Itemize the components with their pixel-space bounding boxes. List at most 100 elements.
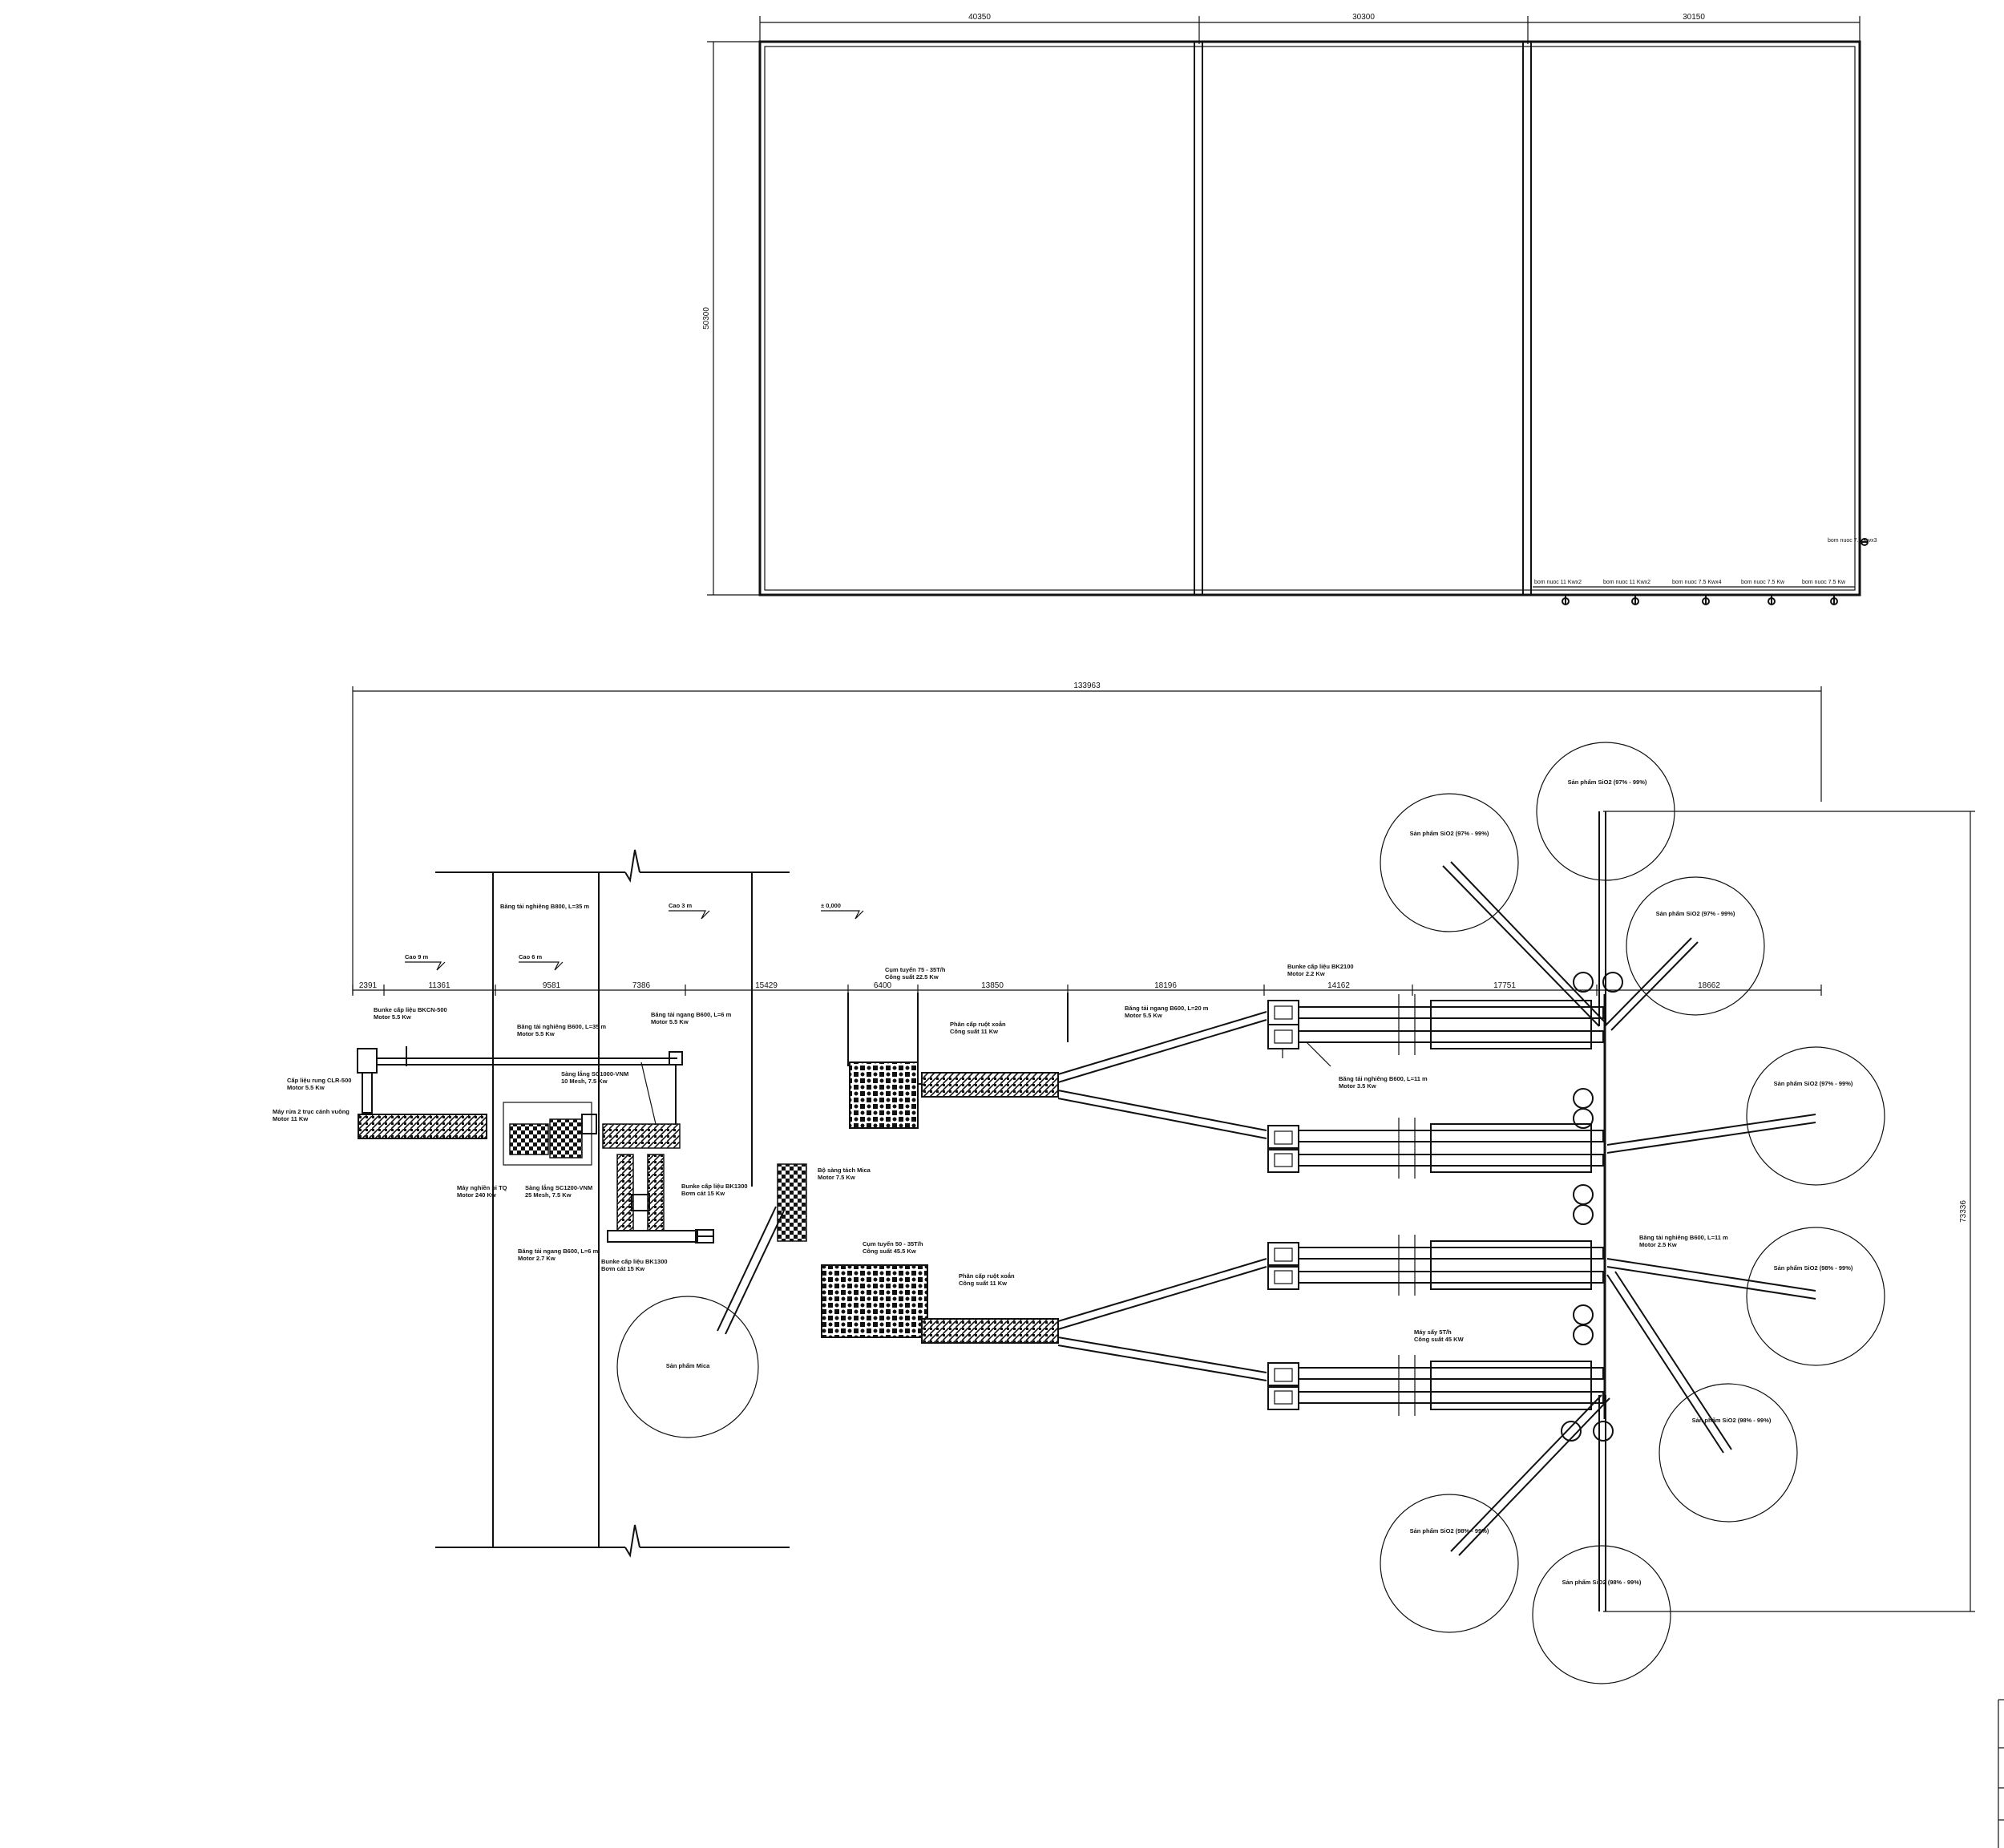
level-6m: Cao 6 m (519, 953, 543, 960)
pump-label-6: bom nuoc 7.5 Kwx3 (1828, 538, 1877, 544)
label-horiz-belt-1: Băng tải ngang B600, L=6 m (651, 1011, 732, 1018)
seg-dim-2: 11361 (428, 981, 450, 990)
dryer-units (1267, 972, 1623, 1442)
pump-label-1: bom nuoc 11 Kwx2 (1534, 580, 1582, 585)
seg-dim-5: 15429 (755, 981, 778, 990)
label-hopper-1: Bunke cấp liệu BKCN-500 (374, 1006, 447, 1013)
title-block-edge (1998, 1699, 2004, 1848)
left-labels: Cấp liệu rung CLR-500 Motor 5.5 Kw Bunke… (273, 903, 871, 1272)
pump-label-2: bom nuoc 11 Kwx2 (1603, 580, 1650, 585)
cyclone-cluster-bottom (821, 1264, 928, 1338)
label-incline-r-2: Motor 2.5 Kw (1639, 1241, 1677, 1248)
pump-label-4: bom nuoc 7.5 Kw (1741, 580, 1785, 585)
label-horiz-belt-2: Motor 5.5 Kw (651, 1018, 689, 1025)
label-mica-sep-1: Bộ sàng tách Mica (818, 1167, 871, 1174)
label-cyclone-top-2: Công suất 22.5 Kw (885, 973, 939, 981)
dim-overall-width: 133963 (1073, 681, 1101, 690)
product-pile-6 (1659, 1383, 1798, 1522)
level-9m: Cao 9 m (405, 953, 429, 960)
seg-dim-4: 7386 (632, 981, 651, 990)
product-pile-5 (1746, 1227, 1885, 1366)
dim-w1: 40350 (968, 13, 991, 22)
label-dryer-1: Máy sấy 5T/h (1414, 1328, 1452, 1336)
feed-section: Sản phẩm Mica (357, 1046, 807, 1438)
label-crusher-2: Motor 240 Kw (457, 1191, 496, 1199)
label-incline-belt-top: Băng tải nghiêng B800, L=35 m (500, 903, 589, 910)
product-label-3: Sản phẩm SiO2 (97% - 99%) (1656, 910, 1735, 917)
label-incline-belt-1: Băng tải nghiêng B600, L=35 m (517, 1023, 606, 1030)
label-crusher-1: Máy nghiền bi TQ (457, 1184, 507, 1191)
product-label-1: Sản phẩm SiO2 (97% - 99%) (1410, 830, 1489, 837)
seg-dim-7: 13850 (981, 981, 1004, 990)
label-hopper-b-1: Bunke cấp liệu BK1300 (601, 1258, 668, 1265)
feeder-chute (362, 1072, 373, 1114)
terrace-lines (435, 849, 1069, 1558)
label-hopper-m-1: Bunke cấp liệu BK2100 (1287, 963, 1354, 970)
product-label-5: Sản phẩm SiO2 (98% - 99%) (1774, 1264, 1853, 1272)
basin-outline (758, 40, 1861, 596)
vibrating-feeder (357, 1048, 378, 1074)
label-feeder-vibro-1: Cấp liệu rung CLR-500 (287, 1077, 351, 1084)
spiral-classifier-bottom (921, 1318, 1059, 1344)
bottom-process-plan: 133963 73336 2391 11361 9581 7386 15429 … (273, 681, 2004, 1848)
cyclone-cluster-top (849, 1061, 919, 1129)
product-label-7: Sản phẩm SiO2 (98% - 99%) (1410, 1527, 1489, 1535)
product-label-8: Sản phẩm SiO2 (98% - 99%) (1562, 1579, 1642, 1586)
label-screen-bot-2: 25 Mesh, 7.5 Kw (525, 1191, 572, 1199)
seg-dim-1: 2391 (359, 981, 378, 990)
label-horiz-belt-b-1: Băng tải ngang B600, L=6 m (518, 1248, 599, 1255)
product-pile-2 (1536, 742, 1675, 881)
label-hopper-2: Motor 5.5 Kw (374, 1013, 411, 1021)
label-washer-2: Motor 11 Kw (273, 1115, 308, 1122)
seg-dim-8: 18196 (1154, 981, 1177, 990)
dim-w3: 30150 (1683, 13, 1705, 22)
label-screen-bot-1: Sàng lắng SC1200-VNM (525, 1184, 592, 1191)
label-feeder-vibro-2: Motor 5.5 Kw (287, 1084, 325, 1091)
product-pile-8 (1532, 1545, 1671, 1684)
label-mica-sep-2: Motor 7.5 Kw (818, 1174, 855, 1181)
label-spiral-bot-2: Công suất 11 Kw (959, 1280, 1007, 1287)
product-pile-4 (1746, 1046, 1885, 1186)
pump-label-3: bom nuoc 7.5 Kwx4 (1672, 580, 1722, 585)
top-basin-plan: 40350 30300 30150 50300 bom nuoc 11 Kwx2… (702, 13, 1877, 605)
label-incline-m-2: Motor 3.5 Kw (1339, 1082, 1376, 1090)
label-washer-1: Máy rửa 2 trục cánh vuông (273, 1108, 349, 1115)
middle-labels: Cụm tuyển 75 - 35T/h Công suất 22.5 Kw P… (863, 963, 1728, 1343)
label-spiral-top-2: Công suất 11 Kw (950, 1028, 998, 1035)
label-incline-belt-2: Motor 5.5 Kw (517, 1030, 555, 1037)
dim-w2: 30300 (1352, 13, 1375, 22)
seg-dim-9: 14162 (1327, 981, 1350, 990)
label-incline-r-1: Băng tải nghiêng B600, L=11 m (1639, 1234, 1728, 1241)
label-hopper-r-1: Bunke cấp liệu BK1300 (681, 1183, 748, 1190)
pump-label-5: bom nuoc 7.5 Kw (1802, 580, 1846, 585)
label-screen-top-1: Sàng lắng SC1000-VNM (561, 1070, 628, 1078)
product-pile-7 (1380, 1494, 1519, 1633)
product-pile-1 (1380, 793, 1519, 932)
label-spiral-bot-1: Phân cấp ruột xoắn (959, 1272, 1015, 1280)
product-pile-3 (1626, 876, 1765, 1016)
product-label-4: Sản phẩm SiO2 (97% - 99%) (1774, 1080, 1853, 1087)
screen-bottom-right (647, 1154, 665, 1231)
screen-bottom-left (616, 1154, 634, 1231)
screen-top (602, 1123, 681, 1149)
label-hopper-b-2: Bơm cát 15 Kw (601, 1265, 644, 1272)
label-dryer-2: Công suất 45 KW (1414, 1336, 1465, 1343)
label-hopper-m-2: Motor 2.2 Kw (1287, 970, 1325, 977)
classification-section (821, 1011, 1267, 1381)
label-hopper-r-2: Bơm cát 15 Kw (681, 1190, 725, 1197)
product-label-6: Sản phẩm SiO2 (98% - 99%) (1692, 1417, 1772, 1424)
log-washer (358, 1114, 487, 1139)
label-cyclone-bot-1: Cụm tuyển 50 - 35T/h (863, 1240, 923, 1248)
label-spiral-top-1: Phân cấp ruột xoắn (950, 1021, 1006, 1028)
label-horiz-belt-m-2: Motor 5.5 Kw (1125, 1012, 1162, 1019)
mica-conveyor (717, 1206, 777, 1332)
pump-row: bom nuoc 11 Kwx2 bom nuoc 11 Kwx2 bom nu… (1534, 538, 1877, 605)
seg-dim-3: 9581 (543, 981, 561, 990)
spiral-classifier-top (921, 1072, 1059, 1098)
dim-overall-height: 73336 (1959, 1200, 1968, 1223)
label-horiz-belt-m-1: Băng tải ngang B600, L=20 m (1125, 1005, 1209, 1012)
label-horiz-belt-b-2: Motor 2.7 Kw (518, 1255, 556, 1262)
level-markers: Cao 9 m Cao 6 m Cao 3 m ± 0,000 (405, 902, 864, 971)
dim-height: 50300 (702, 307, 711, 330)
seg-dim-11: 18662 (1698, 981, 1720, 990)
